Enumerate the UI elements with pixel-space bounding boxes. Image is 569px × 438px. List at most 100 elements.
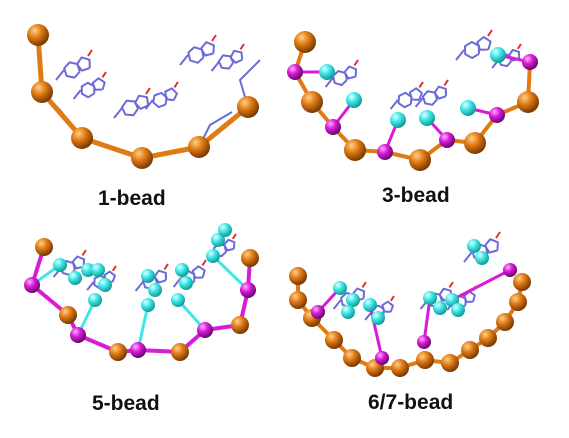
oxygen-tip [443, 79, 449, 86]
phosphate-bead [70, 327, 86, 343]
atom-stick [71, 255, 86, 270]
atom-stick [134, 94, 150, 110]
atom-stick [324, 77, 334, 88]
oxygen-tip [101, 71, 107, 78]
atom-stick [55, 69, 65, 81]
base-bead [141, 298, 155, 312]
oxygen-tip [389, 295, 395, 302]
backbone-bead [237, 96, 259, 118]
atom-stick [463, 251, 473, 263]
backbone-bead [188, 136, 210, 158]
atom-stick [381, 300, 394, 313]
oxygen-tip [353, 59, 359, 66]
atom-stick [508, 48, 521, 62]
sugar-bead [241, 249, 259, 267]
sugar-bead [409, 149, 431, 171]
base-bead [148, 283, 162, 297]
base-bead [346, 293, 360, 307]
base-bead [423, 291, 437, 305]
base-bead [171, 293, 185, 307]
backbone-bead [416, 351, 434, 369]
base-bead [390, 112, 406, 128]
base-bead [141, 269, 155, 283]
sugar-bead [294, 31, 316, 53]
oxygen-tip [87, 49, 93, 57]
sugar-bead [344, 139, 366, 161]
oxygen-tip [145, 87, 151, 95]
atom-stick [397, 91, 413, 109]
panel-label-5-bead: 5-bead [92, 392, 160, 415]
base-bead [211, 233, 225, 247]
bead-bond [422, 296, 432, 344]
phosphate-bead [377, 144, 393, 160]
base-bead [175, 263, 189, 277]
base-bead [218, 223, 232, 237]
base-bead [363, 298, 377, 312]
backbone-bead [31, 81, 53, 103]
base-bead [319, 64, 335, 80]
oxygen-tip [239, 43, 245, 50]
backbone-bead [509, 293, 527, 311]
atom-stick [332, 299, 342, 310]
backbone-bead [496, 313, 514, 331]
oxygen-tip [163, 263, 169, 270]
backbone-bead [461, 341, 479, 359]
base-bead [467, 239, 481, 253]
atom-stick [433, 85, 447, 100]
phosphate-bead [439, 132, 455, 148]
atom-stick [86, 281, 95, 291]
backbone-bead [513, 273, 531, 291]
phosphate-bead [489, 107, 505, 123]
atom-stick [91, 77, 106, 91]
oxygen-tip [516, 43, 522, 50]
atom-stick [476, 36, 492, 51]
phosphate-bead [325, 119, 341, 135]
panel-label-1-bead: 1-bead [98, 187, 166, 210]
base-bead [490, 47, 506, 63]
phosphate-bead [197, 322, 213, 338]
oxygen-tip [201, 259, 207, 266]
backbone-bead [27, 24, 49, 46]
atom-stick [389, 99, 399, 110]
atom-stick [455, 49, 465, 61]
atom-stick [464, 41, 480, 59]
bead-bond [211, 254, 250, 292]
backbone-bead [343, 349, 361, 367]
backbone-bead [71, 127, 93, 149]
backbone-bead [131, 147, 153, 169]
panel-label-6-7-bead: 6/7-bead [368, 391, 454, 414]
panel-label-3-bead: 3-bead [382, 184, 450, 207]
atom-stick [164, 87, 178, 102]
base-bead [419, 110, 435, 126]
oxygen-tip [211, 34, 217, 42]
phosphate-bead [375, 351, 389, 365]
phosphate-bead [417, 335, 431, 349]
base-bead [451, 303, 465, 317]
atomistic-sticks [41, 29, 522, 321]
atom-stick [113, 107, 123, 119]
base-bead [341, 305, 355, 319]
bead-bond [450, 268, 512, 302]
backbone-bead [289, 291, 307, 309]
sugar-bead [231, 316, 249, 334]
sugar-bead [171, 343, 189, 361]
oxygen-tip [487, 29, 493, 37]
atom-stick [153, 269, 167, 284]
phosphate-bead [503, 263, 517, 277]
base-bead [88, 293, 102, 307]
phosphate-bead [240, 282, 256, 298]
oxygen-tip [81, 249, 87, 256]
base-bead [206, 249, 220, 263]
atom-stick [134, 281, 144, 292]
oxygen-tip [448, 281, 454, 288]
base-bead [475, 251, 489, 265]
phosphate-bead [24, 277, 40, 293]
bead-bond [368, 303, 384, 360]
base-bead [346, 92, 362, 108]
atom-stick [229, 49, 244, 64]
atom-stick [414, 97, 424, 108]
sugar-bead [517, 91, 539, 113]
phosphate-bead [130, 342, 146, 358]
atom-stick [223, 238, 236, 252]
base-bead [68, 271, 82, 285]
